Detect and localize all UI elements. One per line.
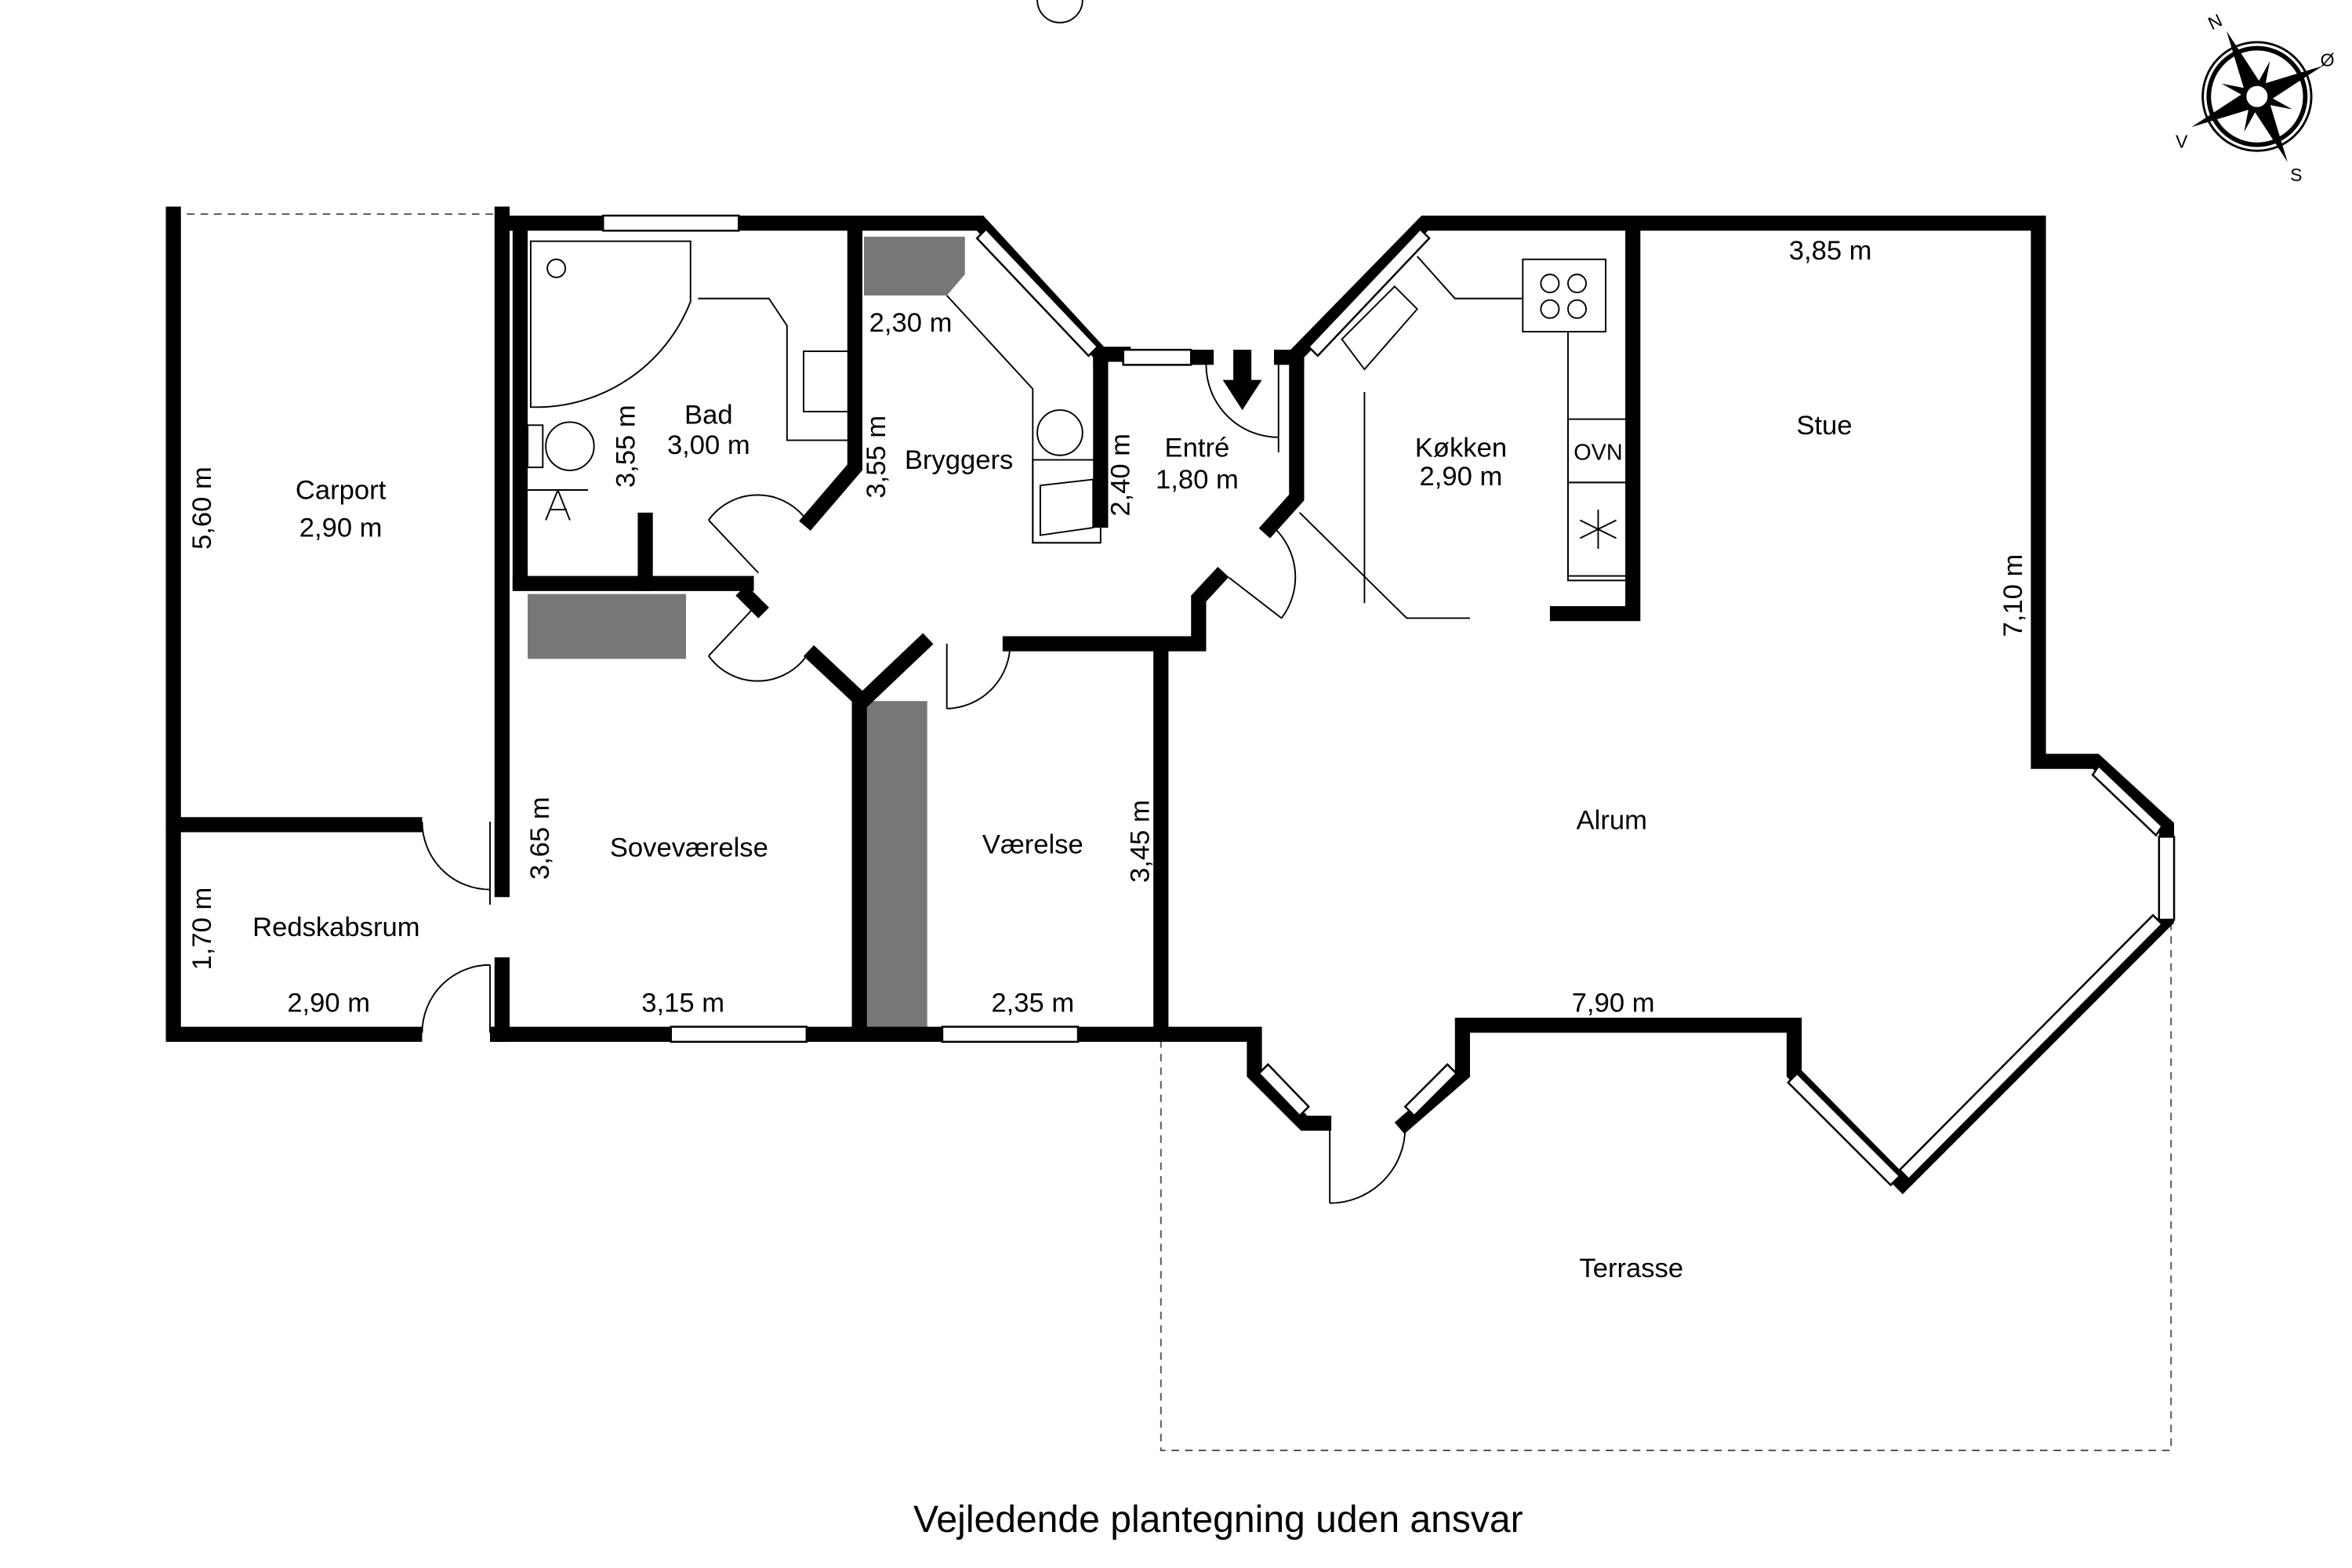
room-height: 3,55 m — [612, 405, 641, 488]
room-height: 1,70 m — [187, 887, 217, 971]
shower-icon — [529, 240, 691, 408]
room-height: 3,45 m — [1125, 800, 1155, 883]
room-height: 7,10 m — [1998, 554, 2028, 637]
room-width: 3,85 m — [1789, 236, 1872, 266]
room-name: Bryggers — [905, 445, 1014, 475]
room-width: 2,90 m — [287, 988, 370, 1018]
dryer-icon — [1039, 478, 1094, 536]
fixtures — [527, 0, 1629, 619]
room-width: 2,90 m — [1420, 462, 1503, 492]
compass-east: Ø — [2321, 50, 2335, 71]
room-width: 3,15 m — [641, 988, 724, 1018]
room-width: 2,90 m — [299, 514, 383, 543]
oven-label: OVN — [1573, 441, 1622, 466]
room-width: 7,90 m — [1572, 988, 1655, 1018]
room-width: 2,35 m — [991, 988, 1074, 1018]
room-width: 3,00 m — [667, 430, 750, 460]
room-labels: Carport 2,90 m 5,60 m Redskabsrum 2,90 m… — [187, 236, 2028, 1283]
sink-icon — [803, 350, 850, 412]
closet-block — [528, 593, 686, 659]
room-width: 1,80 m — [1156, 465, 1239, 495]
compass-west: V — [2176, 131, 2188, 151]
toilet-icon — [545, 421, 595, 471]
compass-north: N — [2205, 9, 2225, 34]
kitchen-sink-icon — [1341, 285, 1419, 371]
room-height: 2,40 m — [1105, 434, 1135, 517]
wardrobe-block — [862, 701, 927, 1030]
room-name: Redskabsrum — [252, 913, 420, 942]
compass-rose-icon: N Ø S V — [2176, 9, 2335, 185]
room-name: Alrum — [1577, 806, 1647, 836]
compass-south: S — [2290, 165, 2302, 185]
footer-disclaimer: Vejledende plantegning uden ansvar — [913, 1498, 1523, 1541]
room-name: Carport — [296, 476, 387, 506]
fridge-icon — [1567, 481, 1629, 577]
room-height: 3,55 m — [862, 416, 891, 499]
terrace-outline — [1160, 920, 2172, 1451]
washer-icon — [1036, 0, 1083, 24]
room-name: Bad — [684, 400, 733, 430]
room-name: Værelse — [982, 829, 1083, 859]
entrance-arrow-icon — [1222, 350, 1262, 411]
stove-icon — [1522, 258, 1607, 333]
room-name: Køkken — [1415, 434, 1507, 463]
room-height: 3,65 m — [525, 797, 555, 880]
walls — [165, 206, 2175, 1195]
bryggers-cabinet — [863, 236, 965, 296]
room-name: Entré — [1165, 434, 1230, 463]
room-width: 2,30 m — [869, 308, 953, 338]
doors — [421, 365, 1406, 1204]
room-name: Terrasse — [1579, 1254, 1683, 1283]
room-height: 5,60 m — [187, 466, 217, 550]
room-name: Soveværelse — [610, 833, 768, 862]
windows — [601, 214, 2176, 1187]
room-name: Stue — [1796, 411, 1852, 441]
